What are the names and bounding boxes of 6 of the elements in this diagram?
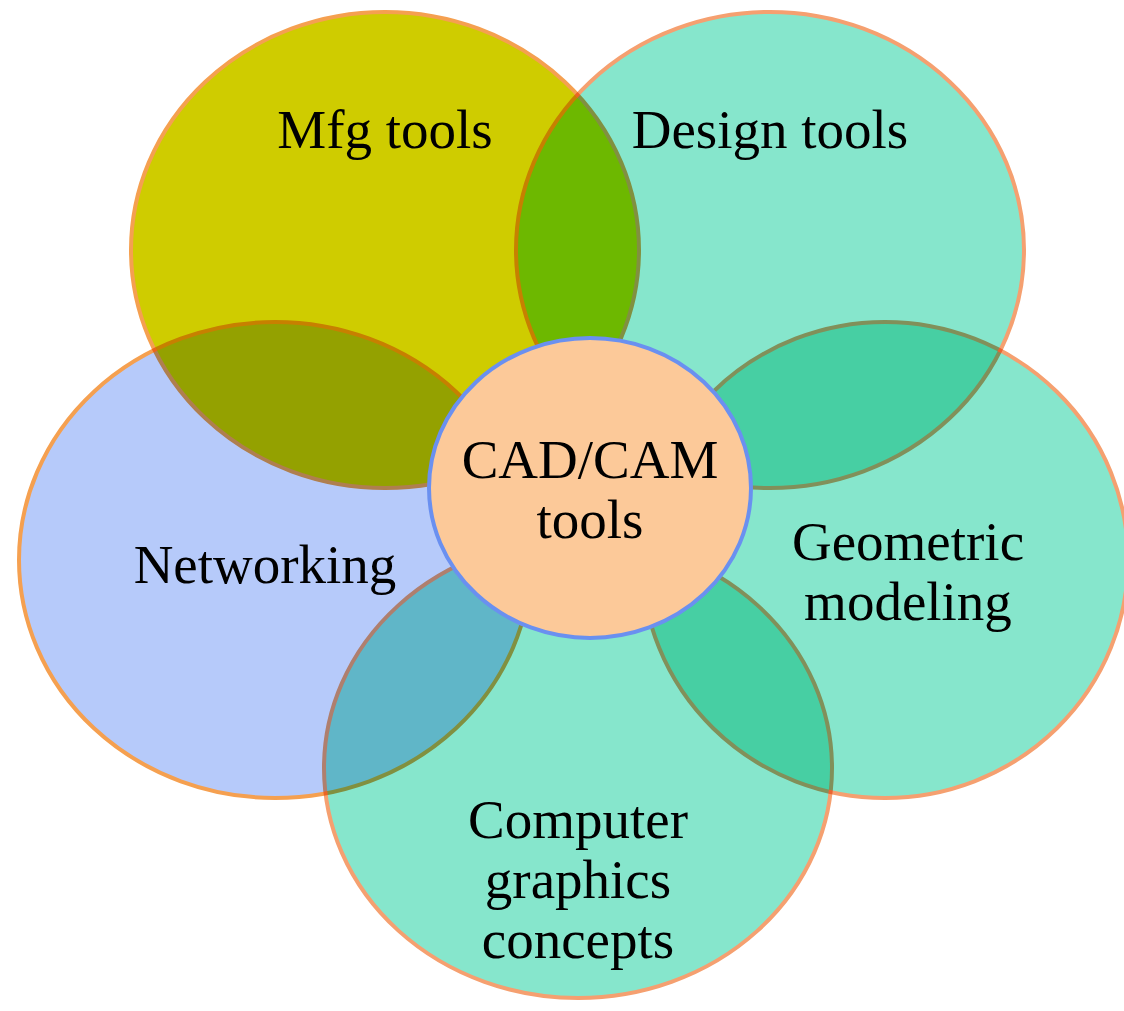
ellipse-label: Computer graphics concepts (467, 790, 689, 970)
ellipse-label: Networking (132, 535, 398, 595)
ellipse-label: Mfg tools (276, 100, 494, 160)
ellipse-label: CAD/CAM tools (460, 430, 720, 550)
ellipse-label: Geometric modeling (790, 512, 1026, 632)
ellipse-label: Design tools (630, 100, 910, 160)
